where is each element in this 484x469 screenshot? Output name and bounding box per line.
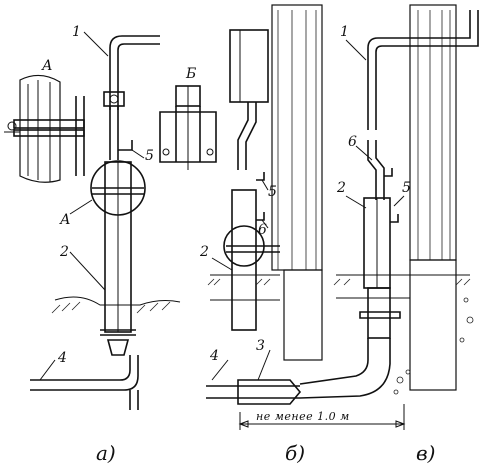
detail-a: А [4, 58, 85, 183]
panel-c: 1 2 6 5 в) [299, 4, 479, 465]
brick-wall-c [409, 4, 457, 261]
pipe-4-a [30, 355, 131, 381]
brick-pattern-c [417, 10, 451, 260]
detail-b-title: Б [185, 66, 196, 82]
label-3: 3 [256, 338, 265, 354]
wall-block-b [229, 29, 269, 103]
label-6-c: 6 [348, 134, 357, 150]
label-4-b: 4 [209, 348, 219, 364]
label-5-b: 5 [268, 184, 277, 200]
label-5-a: 5 [145, 148, 154, 164]
label-1-a: 1 [72, 24, 81, 40]
label-6-b: 6 [258, 222, 267, 238]
label-1-c: 1 [340, 24, 349, 40]
label-2-b: 2 [199, 244, 209, 260]
brick-wall-b [271, 4, 323, 271]
pipe-6-b [237, 102, 249, 170]
caption-c: в) [416, 441, 435, 465]
distance-note: не менее 1.0 м [256, 410, 350, 423]
brick-pattern-b [277, 10, 317, 270]
detail-a-title: А [41, 58, 53, 74]
label-2-a: 2 [59, 244, 69, 260]
bottom-pipeline: 4 3 не менее 1.0 м [206, 338, 406, 430]
label-2-c: 2 [336, 180, 346, 196]
panel-b: 2 5 6 б) [199, 4, 323, 465]
pipe-1-c [367, 10, 471, 130]
valve-a [103, 91, 125, 107]
pipe-3 [206, 385, 300, 399]
panel-a: 1 2 А 4 5 а) [30, 24, 181, 465]
label-callout-a: А [59, 212, 71, 228]
caption-b: б) [285, 441, 305, 465]
label-4-a: 4 [57, 350, 67, 366]
ground-a [54, 296, 181, 306]
caption-a: а) [96, 441, 116, 465]
casing-2-b [231, 189, 257, 331]
detail-b: Б [159, 66, 217, 170]
pipe-1-a [109, 35, 160, 110]
label-5-c: 5 [402, 180, 411, 196]
